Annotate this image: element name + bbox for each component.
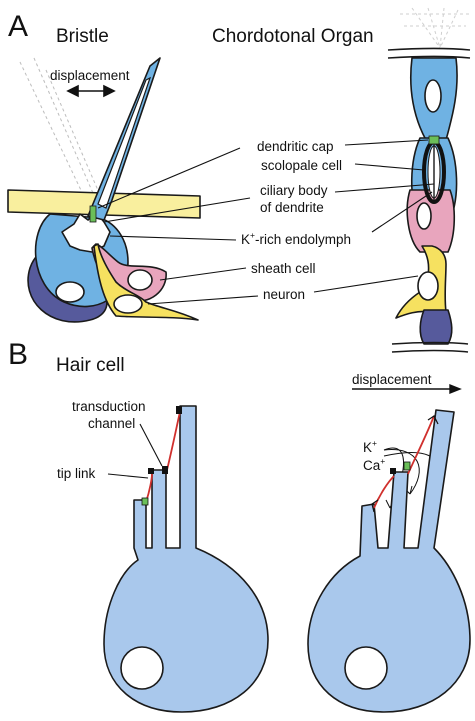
label-tip-link: tip link xyxy=(57,466,96,481)
tip-link-displaced-1 xyxy=(373,475,395,509)
label-dendritic-cap: dendritic cap xyxy=(257,139,334,154)
label-ca-ion: Ca+ xyxy=(363,456,385,473)
chordotonal-title: Chordotonal Organ xyxy=(212,26,374,47)
leader-sheath-cell xyxy=(159,267,247,281)
panel-a-letter: A xyxy=(8,10,28,43)
hair-cell-displaced xyxy=(307,409,471,713)
endolymph-plus: + xyxy=(250,230,255,240)
bristle-double-arrow xyxy=(66,84,116,98)
hair-cell-title: Hair cell xyxy=(56,355,125,376)
sheath-nucleus xyxy=(127,269,153,291)
chordotonal-organ xyxy=(387,47,471,353)
transduction-channel-1 xyxy=(141,497,149,506)
ca-ion-plus: + xyxy=(380,456,385,466)
bristle-dendritic-cap xyxy=(89,205,97,223)
bristle-lumen xyxy=(61,211,111,253)
leader-endolymph xyxy=(109,235,237,241)
leader-scolopale-cell xyxy=(354,163,425,171)
transduction-channel-3 xyxy=(176,406,182,414)
leader-transduction xyxy=(139,423,163,467)
panel-b-letter: B xyxy=(8,338,28,371)
hair-cell-displacement-label: displacement xyxy=(352,372,432,387)
leader-ciliary-body xyxy=(103,197,251,223)
bristle-displacement-label: displacement xyxy=(50,68,130,83)
label-ciliary-body-2: of dendrite xyxy=(260,200,324,215)
label-sheath-cell: sheath cell xyxy=(251,261,316,276)
chordotonal-deflection-ghost xyxy=(400,7,470,49)
hair-cell-resting xyxy=(103,405,269,713)
label-neuron: neuron xyxy=(263,287,305,302)
endolymph-k: K xyxy=(241,232,250,247)
label-transduction-1: transduction xyxy=(72,399,146,414)
transduction-channel-2 xyxy=(162,466,168,474)
bristle-deflection-ghost xyxy=(19,57,101,206)
bristle-title: Bristle xyxy=(56,26,109,47)
label-endolymph: K+-rich endolymph xyxy=(241,230,351,247)
leader-dendritic-cap xyxy=(97,147,241,209)
endolymph-rest: -rich endolymph xyxy=(255,232,351,247)
leader-endolymph-chordo xyxy=(371,191,433,233)
socket-nucleus xyxy=(55,281,85,303)
leader-ciliary-body-chordo xyxy=(334,183,435,193)
label-k-ion: K+ xyxy=(363,438,377,455)
ca-ion-text: Ca xyxy=(363,458,381,473)
hair-cell-displacement-arrow xyxy=(352,383,462,395)
tip-link-2 xyxy=(165,411,181,475)
k-ion-text: K xyxy=(363,440,372,455)
bristle-shaft-inner xyxy=(97,76,152,209)
leader-dendritic-cap-chordo xyxy=(344,139,429,146)
leader-tip-link xyxy=(107,473,149,479)
leader-neuron-chordo xyxy=(313,275,419,293)
k-ion-plus: + xyxy=(372,438,377,448)
leader-neuron xyxy=(147,295,259,305)
label-transduction-2: channel xyxy=(88,416,135,431)
label-scolopale-cell: scolopale cell xyxy=(261,158,342,173)
label-ciliary-body-1: ciliary body xyxy=(260,183,328,198)
neuron-nucleus xyxy=(113,294,143,314)
